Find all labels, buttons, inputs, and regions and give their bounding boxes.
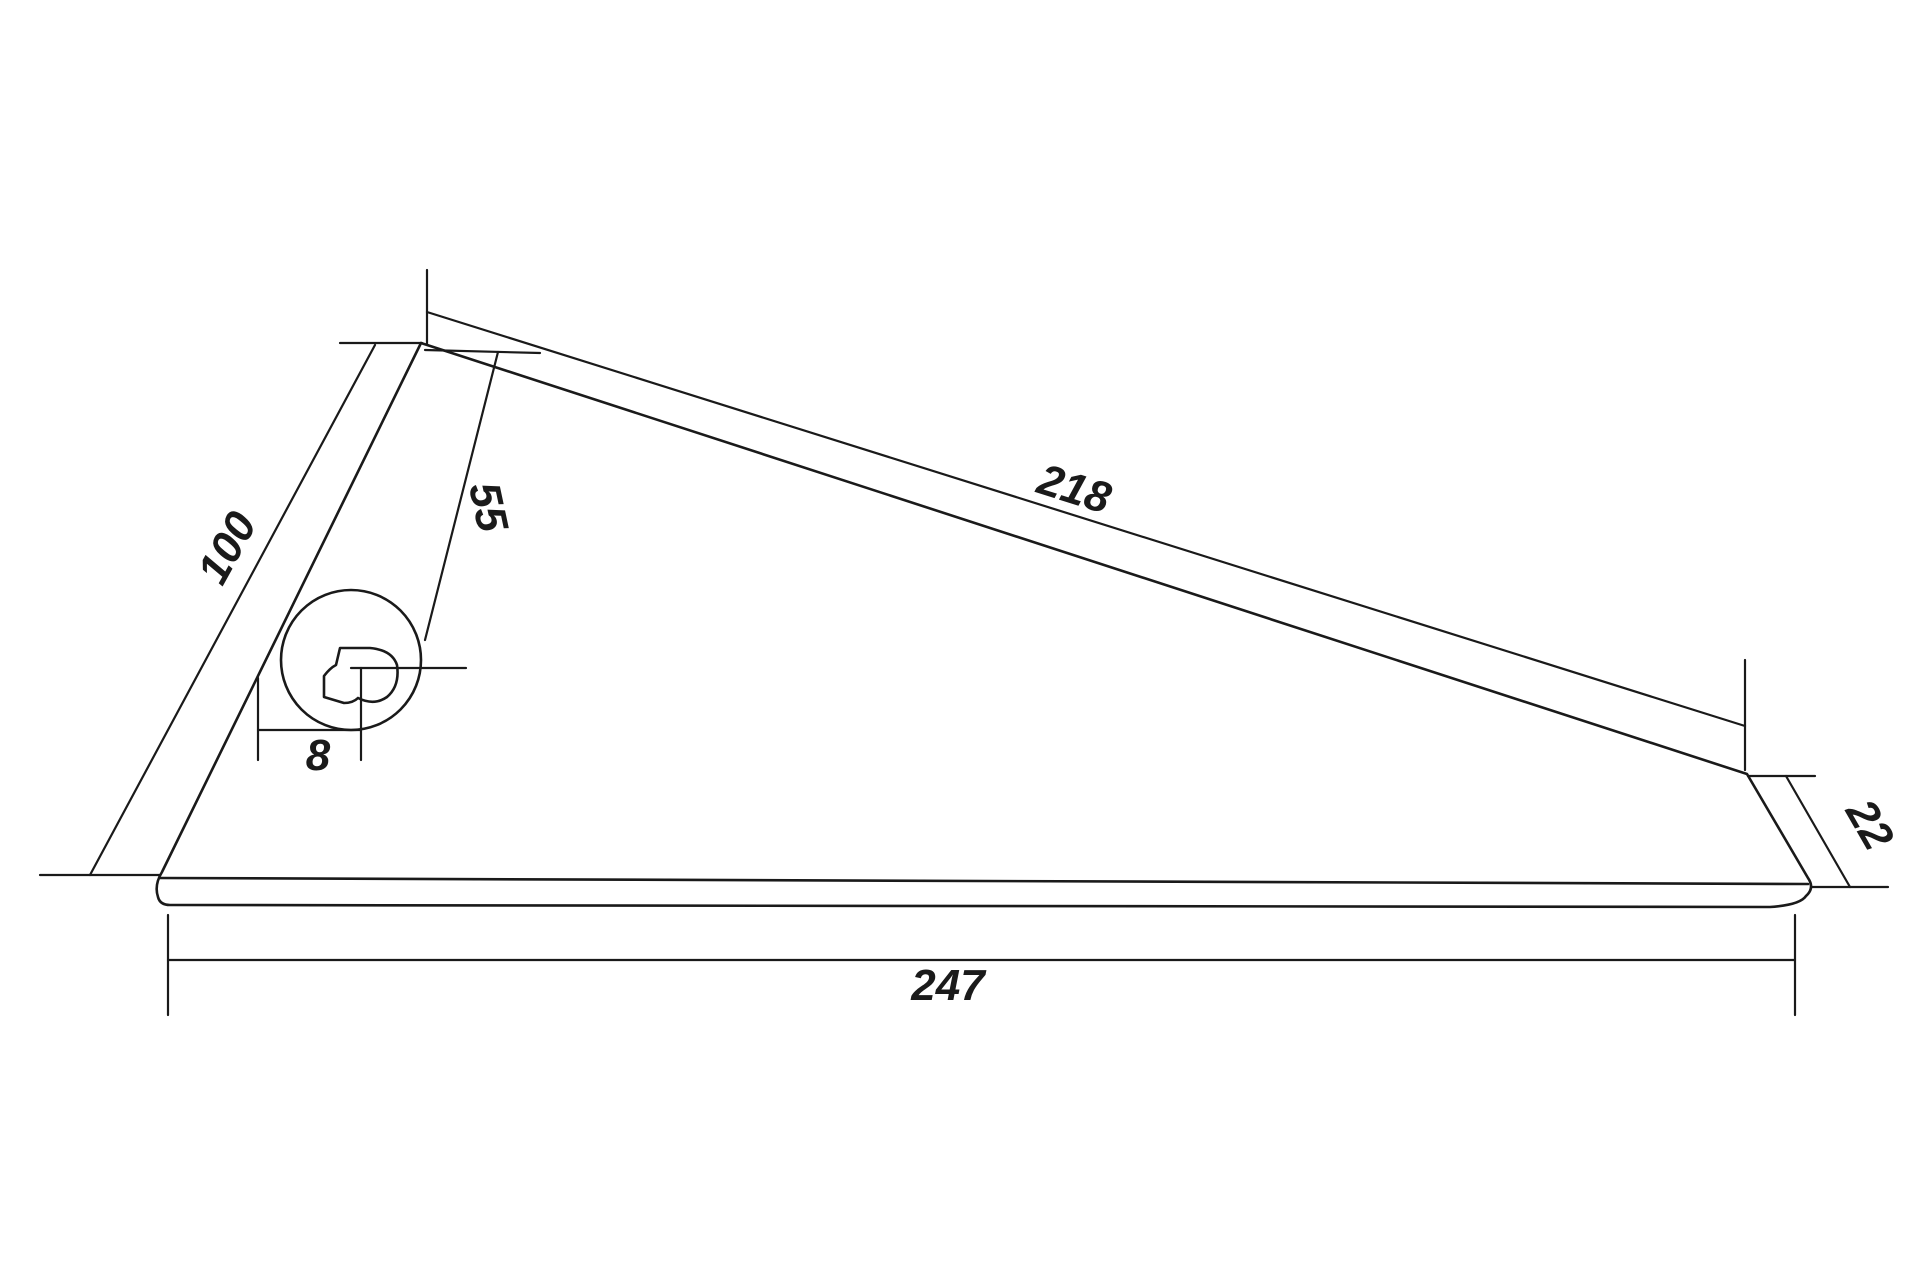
dimension-top: 218 bbox=[425, 268, 1747, 772]
dimension-right: 22 bbox=[1746, 774, 1904, 889]
dimension-left: 100 bbox=[38, 341, 424, 877]
dimension-label-8: 8 bbox=[306, 731, 331, 780]
shaft-hole bbox=[279, 588, 423, 732]
dimension-hole-to-edge: 8 bbox=[256, 666, 363, 780]
dimension-label-247: 247 bbox=[910, 961, 987, 1010]
plate-outline bbox=[155, 341, 1813, 909]
dimension-label-218: 218 bbox=[1031, 455, 1117, 524]
hole-circle bbox=[279, 588, 423, 732]
dimension-hole-to-corner: 55 bbox=[349, 348, 542, 670]
plate-body bbox=[155, 341, 1813, 909]
plate-bottom-edge bbox=[158, 876, 1810, 886]
key-bore bbox=[322, 646, 399, 705]
dimension-label-55: 55 bbox=[459, 478, 517, 537]
dimension-bottom: 247 bbox=[166, 913, 1797, 1017]
dimension-label-100: 100 bbox=[188, 504, 267, 592]
dimension-label-22: 22 bbox=[1836, 790, 1904, 858]
